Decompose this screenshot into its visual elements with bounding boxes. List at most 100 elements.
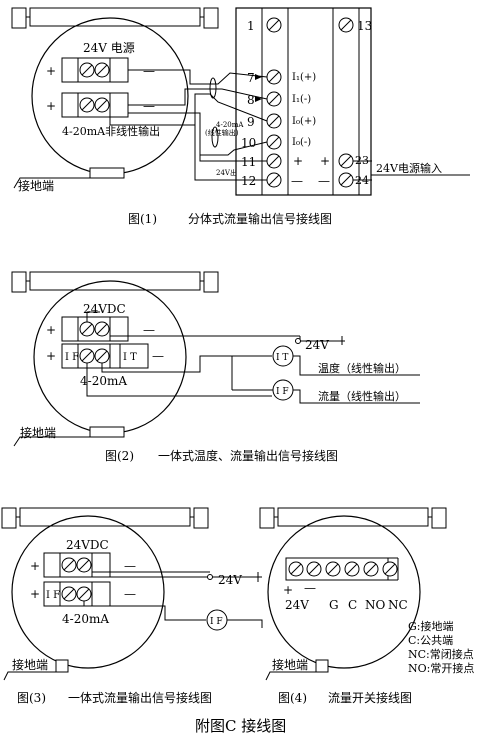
fig1-terminal-9: 9: [247, 115, 255, 129]
fig1-terminal-1: 1: [247, 19, 255, 33]
fig3-power-screw-1: [61, 557, 77, 573]
fig3-plus-2: +: [30, 587, 40, 601]
fig1-arrow-8: [255, 96, 262, 102]
fig1-screw-12: [266, 172, 282, 188]
fig1-power-screw-1: [79, 62, 95, 78]
fig4-screw-c: [344, 561, 360, 577]
fig3-power-screw-2: [76, 557, 92, 573]
fig4-ground-lug: [315, 659, 329, 673]
fig1-i0-plus: I₀(+): [292, 116, 316, 127]
fig1-terminal-8: 8: [247, 93, 255, 107]
fig1-left-nut: [11, 7, 27, 29]
fig3-caption-num: 图(3): [17, 691, 46, 705]
fig4-legend-nc: NC:常闭接点: [408, 648, 474, 661]
fig4-legend-no: NO:常开接点: [408, 662, 474, 675]
fig3-housing-bar: [19, 507, 191, 527]
fig2-wire-if: [86, 363, 272, 397]
fig1-i1-plus: I₁(+): [292, 72, 316, 83]
fig2-meter-t-label: I T: [276, 353, 288, 363]
fig1-plus-11: +: [293, 154, 303, 168]
fig1-output-label: 4-20mA非线性输出: [62, 124, 160, 138]
fig4-label-nc: NC: [388, 598, 408, 612]
fig4-legend-c: C:公共端: [408, 634, 453, 647]
fig1-power-label: 24V 电源: [83, 41, 135, 55]
fig3-caption: 一体式流量输出信号接线图: [68, 690, 212, 705]
fig2-caption-num: 图(2): [105, 449, 134, 463]
fig3-output-screw-2: [76, 586, 92, 602]
fig1-power-screw-2: [94, 62, 110, 78]
fig3-wire-if: [83, 601, 206, 621]
fig1-screw-23: [338, 153, 354, 169]
fig1-screw-9: [266, 113, 282, 129]
fig1-housing-bar: [29, 7, 201, 27]
fig4-ground-label: 接地端: [272, 657, 308, 672]
fig1-plus-2: +: [46, 99, 56, 113]
fig4-screw-nc: [382, 561, 398, 577]
fig2-plus-1: +: [46, 323, 56, 337]
fig1-terminal-10: 10: [241, 136, 256, 150]
fig1-caption-num: 图(1): [128, 212, 157, 226]
fig4-right-nut: [431, 507, 447, 529]
fig3-meter-f-label: I F: [210, 617, 223, 627]
fig3-minus-2: —: [124, 587, 136, 601]
fig2-plus-2: +: [46, 349, 56, 363]
fig1-minus-2: —: [143, 99, 155, 113]
fig1-right-nut: [203, 7, 219, 29]
fig1-ground-label: 接地端: [18, 178, 54, 193]
fig3-right-nut: [193, 507, 209, 529]
fig2-vdc: 24VDC: [83, 302, 126, 316]
fig2-output-screw-2: [94, 348, 110, 364]
fig1-output-screw-2: [94, 97, 110, 113]
fig1-plus-23: +: [320, 154, 330, 168]
fig2-it: I T: [123, 352, 137, 363]
fig2-right-nut: [203, 271, 219, 293]
fig1-terminal-7: 7: [247, 71, 255, 85]
fig1-minus-24: —: [318, 174, 330, 188]
fig1-board-column-right: [332, 7, 360, 196]
fig2-minus-1: —: [143, 323, 155, 337]
fig2-left-nut: [11, 271, 27, 293]
fig1: 接地端 24V 电源 + — + — 4-20mA非线性输出: [11, 7, 470, 226]
fig3-housing-circle: [11, 515, 165, 669]
fig4-caption-num: 图(4): [278, 691, 307, 705]
fig1-terminal-13: 13: [357, 19, 372, 33]
fig1-screw-10: [266, 134, 282, 150]
fig3-output: 4-20mA: [62, 612, 109, 626]
fig3-ground-label: 接地端: [12, 657, 48, 672]
footer-title: 附图C 接线图: [195, 717, 286, 735]
fig4-label-g: G: [329, 598, 339, 612]
fig4-caption: 流量开关接线图: [328, 690, 412, 705]
fig1-24v-out: 24V出: [216, 168, 237, 177]
fig4-housing-circle: [267, 515, 421, 669]
fig2-output-screw-1: [79, 348, 95, 364]
fig1-minus-1: —: [143, 64, 155, 78]
fig3-vdc: 24VDC: [66, 538, 109, 552]
fig4-minus: —: [304, 581, 316, 595]
fig4-label-no: NO: [365, 598, 386, 612]
fig1-wire-output-minus: [128, 112, 268, 156]
fig2-caption: 一体式温度、流量输出信号接线图: [158, 448, 338, 463]
fig1-screw-24: [338, 172, 354, 188]
fig2-minus-2: —: [152, 349, 164, 363]
fig3-24v-node: [207, 574, 213, 580]
fig4: 接地端 + — 24V G C NO NC G:接地端 C:公共端 NC:常闭接…: [259, 507, 474, 705]
fig1-linear-note-2: (线性输出): [205, 128, 239, 137]
fig1-i1-minus: I₁(-): [292, 94, 311, 105]
fig2-power-screw-2: [94, 321, 110, 337]
fig1-arrow-7: [255, 74, 262, 80]
fig1-screw-7: [266, 69, 282, 85]
fig1-cable-tie: [209, 77, 217, 99]
fig2-meter-f-label: I F: [276, 387, 289, 397]
fig3-plus-1: +: [30, 559, 40, 573]
fig2-wire-it: [101, 355, 233, 390]
fig1-minus-12: —: [291, 174, 303, 188]
fig4-plus: +: [283, 583, 293, 597]
fig4-v24: 24V: [285, 598, 309, 612]
fig1-plus-1: +: [46, 64, 56, 78]
fig1-i0-minus: I₀(-): [292, 137, 311, 148]
fig1-cable-tie-2: [211, 126, 219, 148]
fig1-board: [235, 7, 372, 196]
fig4-left-nut: [259, 507, 275, 529]
fig1-output-screw-1: [79, 97, 95, 113]
fig1-power-in-label: 24V电源输入: [376, 161, 442, 175]
